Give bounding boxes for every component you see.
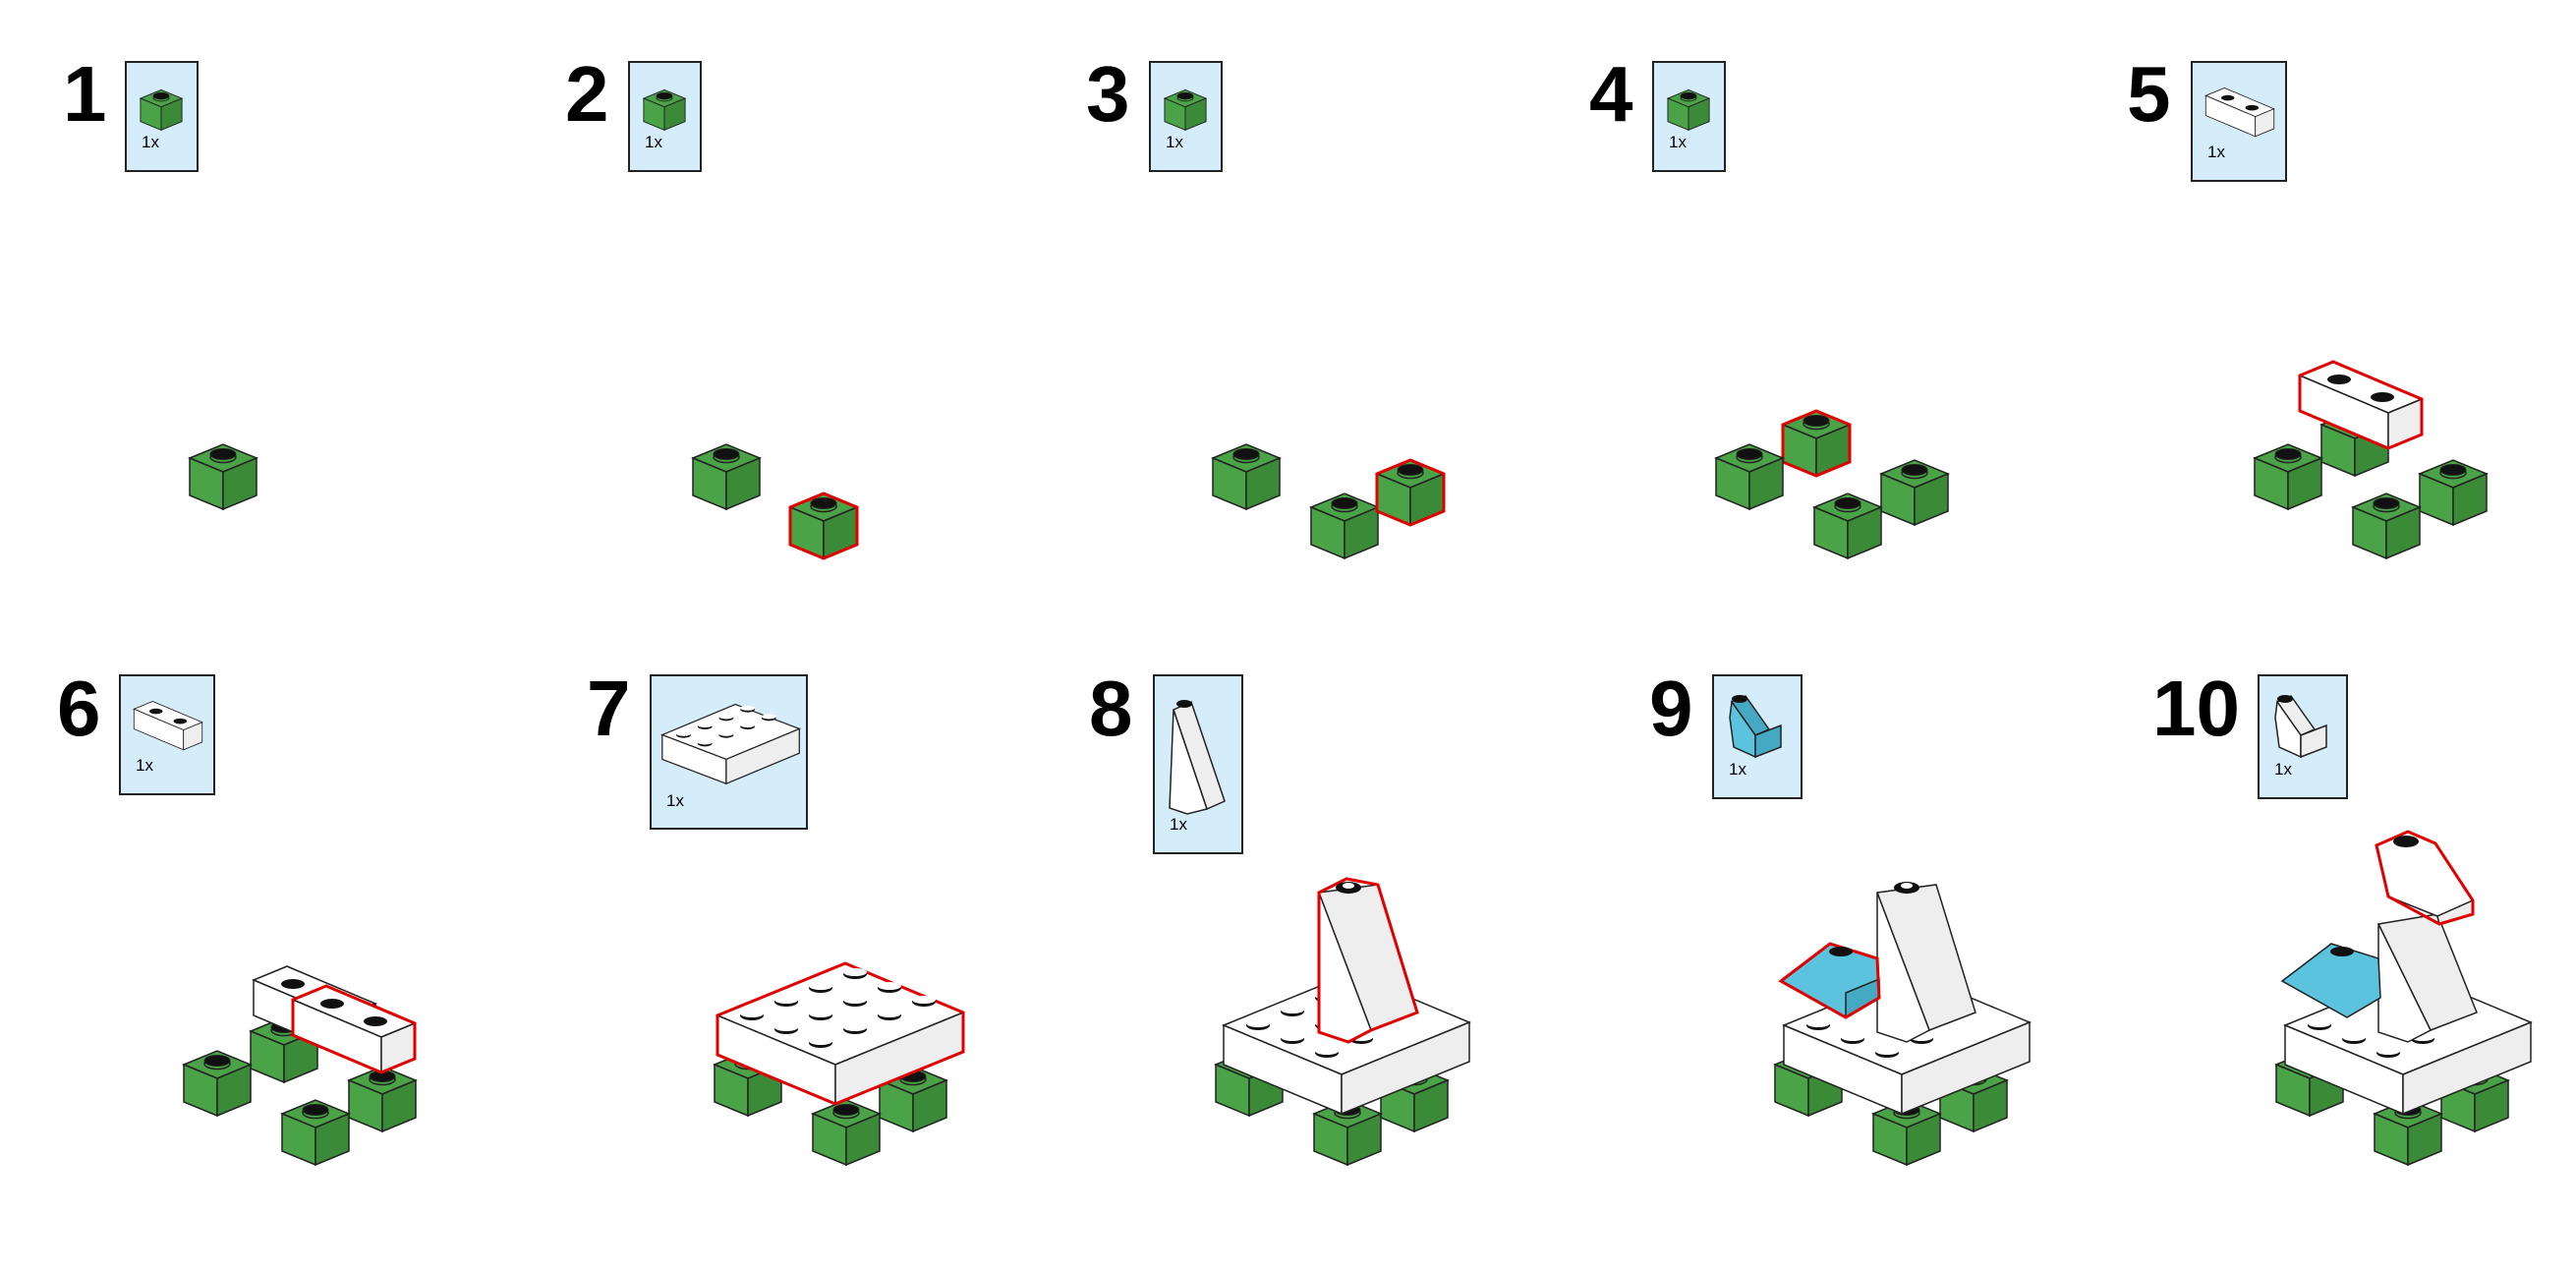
parts-callout-8: 1x	[1153, 674, 1243, 854]
part-qty: 1x	[2207, 143, 2225, 161]
part-qty: 1x	[645, 133, 662, 151]
white-brick-2x4-icon	[660, 703, 801, 785]
part-qty: 1x	[136, 756, 153, 775]
part-qty: 1x	[2274, 760, 2292, 779]
white-slope-highlight	[2375, 830, 2475, 926]
step-number-8: 8	[1089, 665, 1133, 752]
part-qty: 1x	[666, 791, 684, 810]
step-number-4: 4	[1589, 50, 1633, 138]
green-brick-1x1-icon	[140, 88, 183, 131]
step-number-9: 9	[1649, 665, 1693, 752]
assembly-step-6	[183, 965, 417, 1166]
part-qty: 1x	[1170, 815, 1187, 834]
green-brick-1x1-icon	[1667, 88, 1710, 131]
step-number-2: 2	[565, 50, 609, 138]
parts-callout-10: 1x	[2258, 674, 2348, 799]
parts-callout-3: 1x	[1149, 61, 1223, 172]
assembly-step-5	[2254, 360, 2488, 559]
step-number-7: 7	[587, 665, 631, 752]
blue-slope-highlight	[1778, 942, 1881, 1019]
parts-callout-1: 1x	[125, 61, 199, 172]
parts-callout-6: 1x	[119, 674, 215, 795]
white-slope-icon	[2274, 695, 2327, 759]
parts-callout-4: 1x	[1652, 61, 1726, 172]
assembly-step-4	[1715, 411, 1949, 559]
parts-callout-2: 1x	[628, 61, 702, 172]
parts-callout-7: 1x	[650, 674, 808, 830]
assembly-step-8	[1215, 877, 1471, 1166]
step-number-3: 3	[1086, 50, 1130, 138]
step-number-10: 10	[2152, 665, 2240, 752]
assembly-step-1	[189, 443, 258, 510]
assembly-step-9	[1774, 882, 2032, 1166]
parts-callout-9: 1x	[1712, 674, 1803, 799]
assembly-step-2	[692, 443, 857, 558]
green-brick-1x1-icon	[1164, 88, 1207, 131]
step-number-5: 5	[2127, 50, 2171, 138]
assembly-step-7	[714, 961, 965, 1166]
part-qty: 1x	[1729, 760, 1746, 779]
blue-slope-icon	[1729, 695, 1782, 759]
assembly-step-3	[1212, 443, 1444, 559]
part-qty: 1x	[1166, 133, 1183, 151]
parts-callout-5: 1x	[2191, 61, 2287, 182]
part-qty: 1x	[1669, 133, 1687, 151]
assembly-step-10	[2275, 830, 2533, 1166]
green-brick-1x1-icon	[643, 88, 686, 131]
step-number-1: 1	[63, 50, 107, 138]
part-qty: 1x	[142, 133, 159, 151]
tall-slope-highlight	[1317, 877, 1419, 1044]
step-number-6: 6	[57, 665, 101, 752]
white-slope-tall-icon	[1169, 700, 1226, 815]
